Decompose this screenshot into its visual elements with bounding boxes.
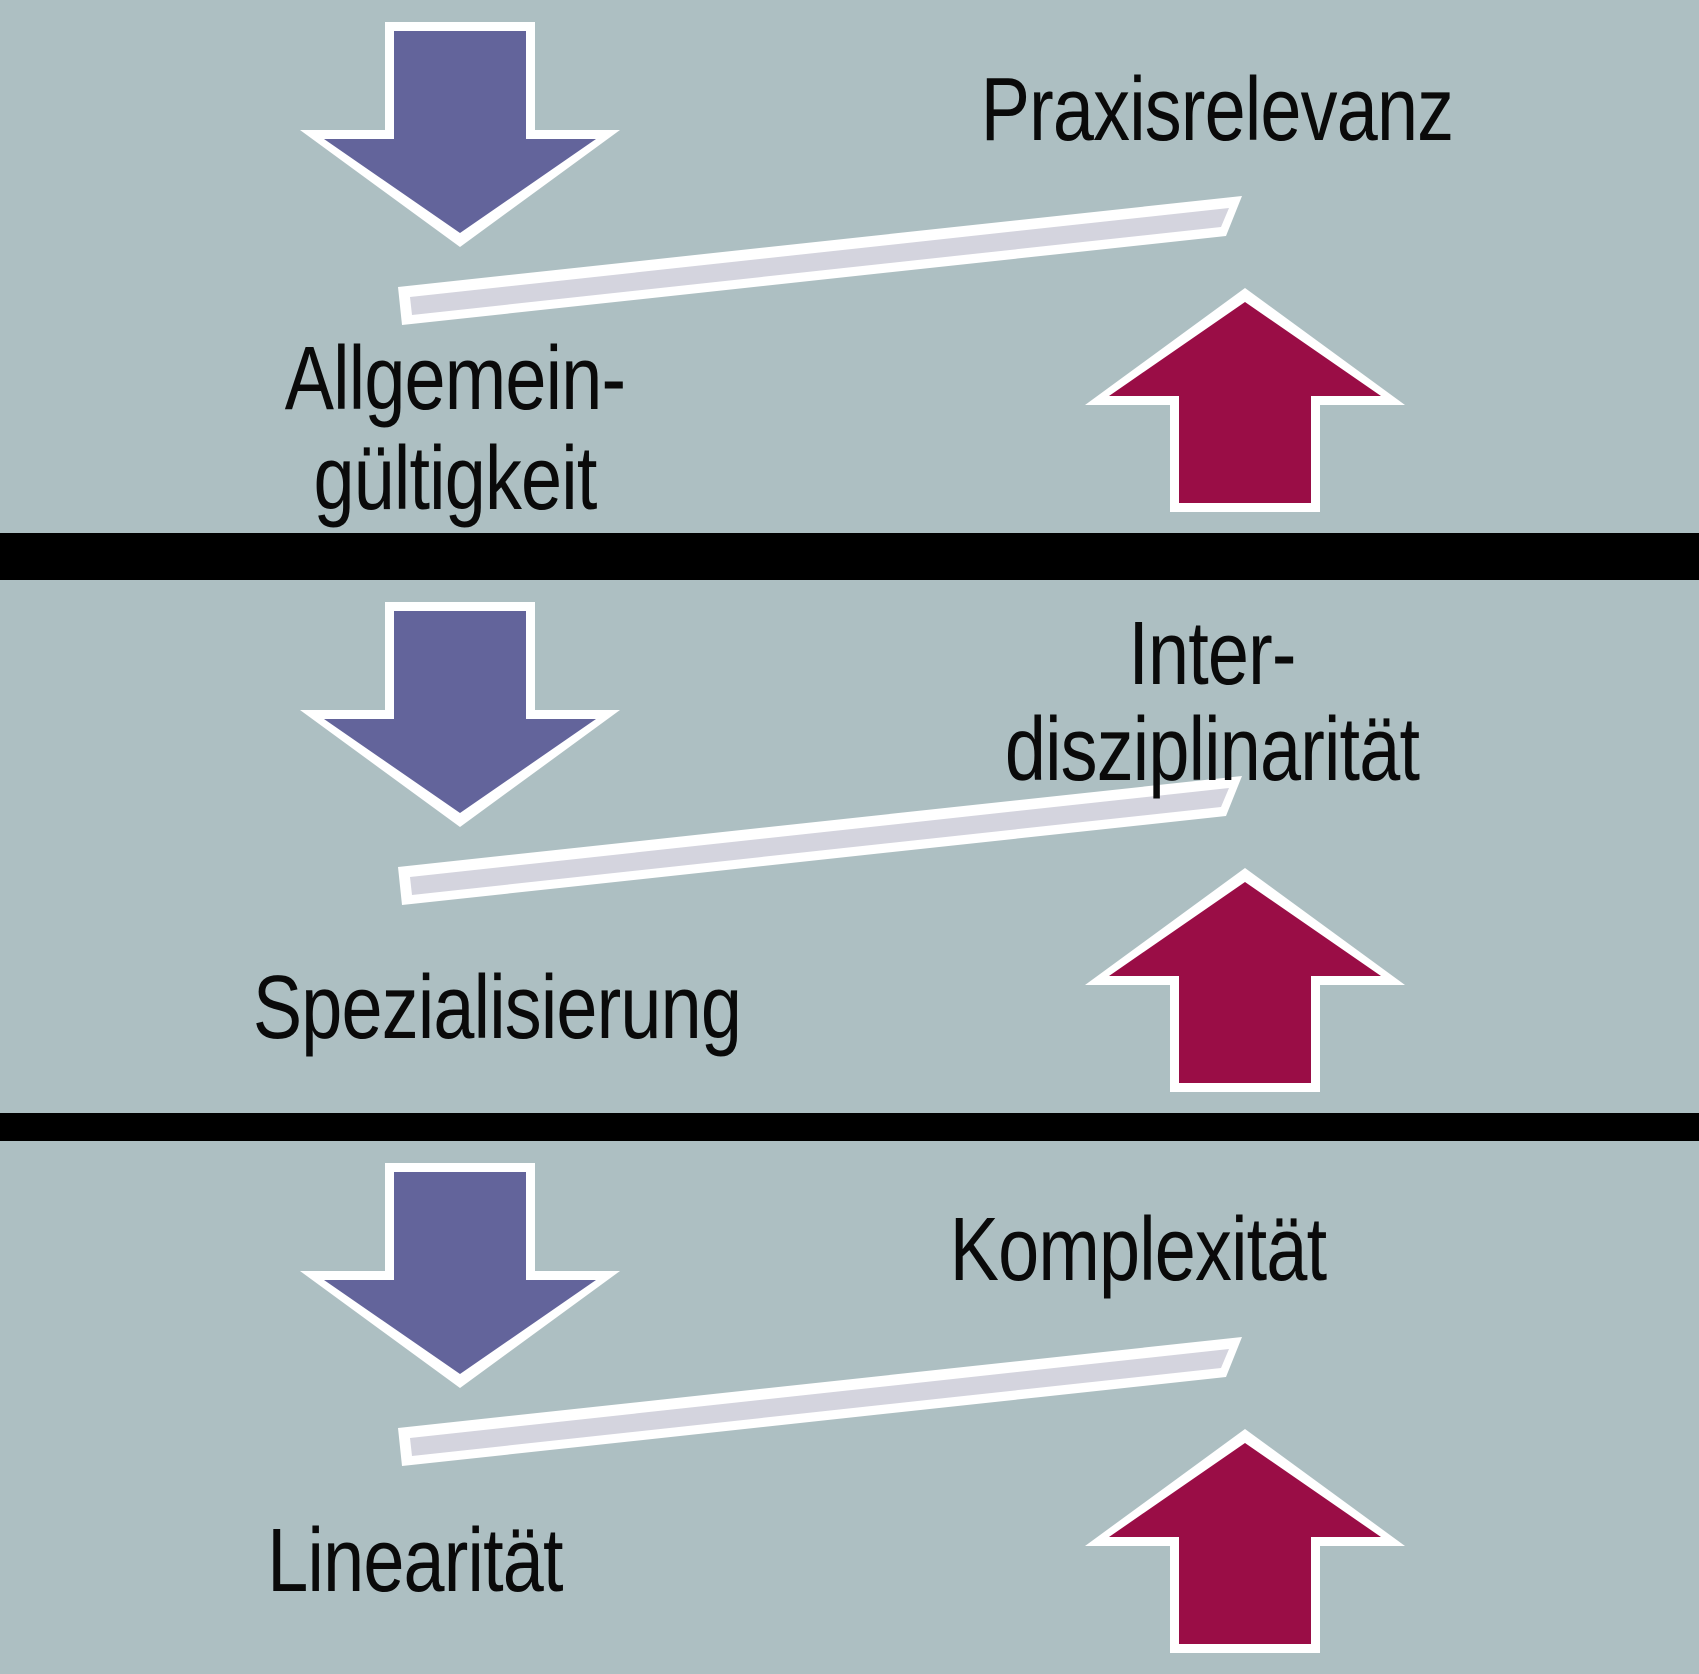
down-arrow-icon [300,22,620,247]
seesaw-beam [398,776,1242,905]
down-arrow-icon [300,1163,620,1388]
panel-praxisrelevanz: Praxisrelevanz Allgemein- gültigkeit [0,0,1699,533]
decreasing-label: Allgemein- gültigkeit [209,329,701,529]
down-arrow-icon [300,602,620,827]
increasing-label-line: Komplexität [949,1200,1327,1300]
decreasing-label-line: Allgemein- [284,329,626,429]
panel-interdisziplinaritaet: Inter- disziplinarität Spezialisierung [0,580,1699,1113]
increasing-label: Praxisrelevanz [971,60,1463,160]
decreasing-label: Linearität [169,1511,661,1611]
up-arrow-icon [1085,868,1405,1092]
decreasing-label: Spezialisierung [251,958,743,1058]
up-arrow-icon [1085,1429,1405,1653]
decreasing-label-line: Spezialisierung [252,958,742,1058]
up-arrow-icon [1085,288,1405,512]
increasing-label-line: Praxisrelevanz [980,60,1454,160]
increasing-label: Komplexität [892,1200,1384,1300]
increasing-label-line: disziplinarität [1004,700,1420,800]
panel-divider [0,1113,1699,1141]
seesaw-beam [398,1337,1242,1466]
decreasing-label-line: gültigkeit [313,429,597,529]
increasing-label: Inter- disziplinarität [966,606,1458,798]
decreasing-label-line: Linearität [267,1511,563,1611]
panel-komplexitaet: Komplexität Linearität [0,1141,1699,1674]
panel-divider [0,533,1699,580]
seesaw-beam [398,196,1242,325]
increasing-label-line: Inter- [1128,604,1296,704]
